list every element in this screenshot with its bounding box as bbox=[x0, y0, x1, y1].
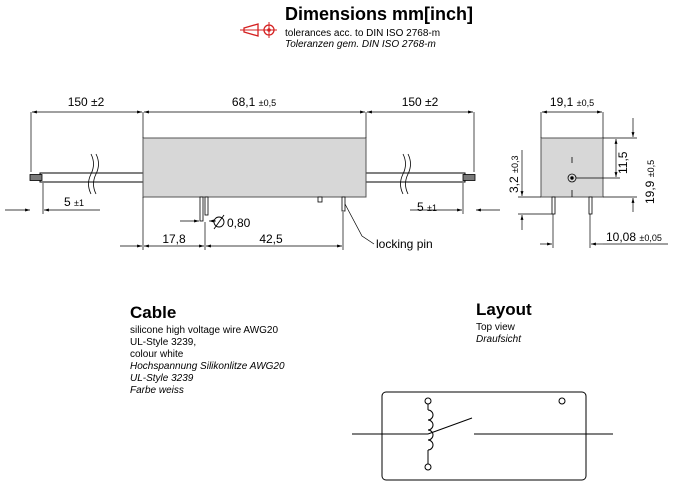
layout-heading: Layout bbox=[476, 300, 532, 319]
cable-line: UL-Style 3239, bbox=[130, 337, 197, 348]
projection-symbol-icon bbox=[240, 22, 277, 38]
cable-line-de: UL-Style 3239 bbox=[130, 373, 194, 384]
diameter-symbol-icon bbox=[213, 214, 225, 230]
cable-description: silicone high voltage wire AWG20 UL-Styl… bbox=[130, 325, 285, 397]
dim-pin-diameter: 0,80 bbox=[227, 216, 251, 230]
cable-heading: Cable bbox=[130, 303, 177, 322]
locking-pin-label: locking pin bbox=[376, 237, 433, 251]
relay-body-end bbox=[540, 137, 604, 198]
dim-pin-height: 3,2 ±0,3 bbox=[507, 156, 521, 193]
cable-line-de: Farbe weiss bbox=[130, 385, 184, 396]
layout-schematic bbox=[352, 391, 613, 481]
dim-center-height: 11,5 bbox=[616, 151, 630, 174]
dim-pin-pitch: 10,08 ±0,05 bbox=[606, 230, 662, 244]
layout-topview: Top view bbox=[476, 322, 515, 333]
cable-line: colour white bbox=[130, 349, 184, 360]
dim-strip-right: 5 ±1 bbox=[417, 200, 437, 214]
layout-topview-de: Draufsicht bbox=[476, 334, 522, 345]
cable-line-de: Hochspannung Silikonlitze AWG20 bbox=[130, 361, 285, 372]
dim-width: 19,1 ±0,5 bbox=[550, 95, 594, 109]
tolerance-note-de: Toleranzen gem. DIN ISO 2768-m bbox=[285, 39, 436, 50]
tolerance-note: tolerances acc. to DIN ISO 2768-m bbox=[285, 28, 441, 39]
dim-height: 19,9 ±0,5 bbox=[643, 160, 657, 204]
pins-end bbox=[551, 196, 593, 215]
page-title: Dimensions mm[inch] bbox=[285, 4, 474, 24]
wire-right bbox=[365, 153, 476, 195]
wire-left bbox=[29, 153, 145, 195]
dim-pin-offset: 17,8 bbox=[162, 232, 186, 246]
pins-side bbox=[199, 196, 346, 222]
dim-lead-right: 150 ±2 bbox=[402, 95, 439, 109]
dim-lead-left: 150 ±2 bbox=[68, 95, 105, 109]
dim-pin-spacing: 42,5 bbox=[259, 232, 283, 246]
cable-line: silicone high voltage wire AWG20 bbox=[130, 325, 279, 336]
dim-strip-left: 5 ±1 bbox=[64, 195, 84, 209]
dim-body-length: 68,1 ±0,5 bbox=[232, 95, 276, 109]
relay-body-side bbox=[142, 137, 367, 198]
